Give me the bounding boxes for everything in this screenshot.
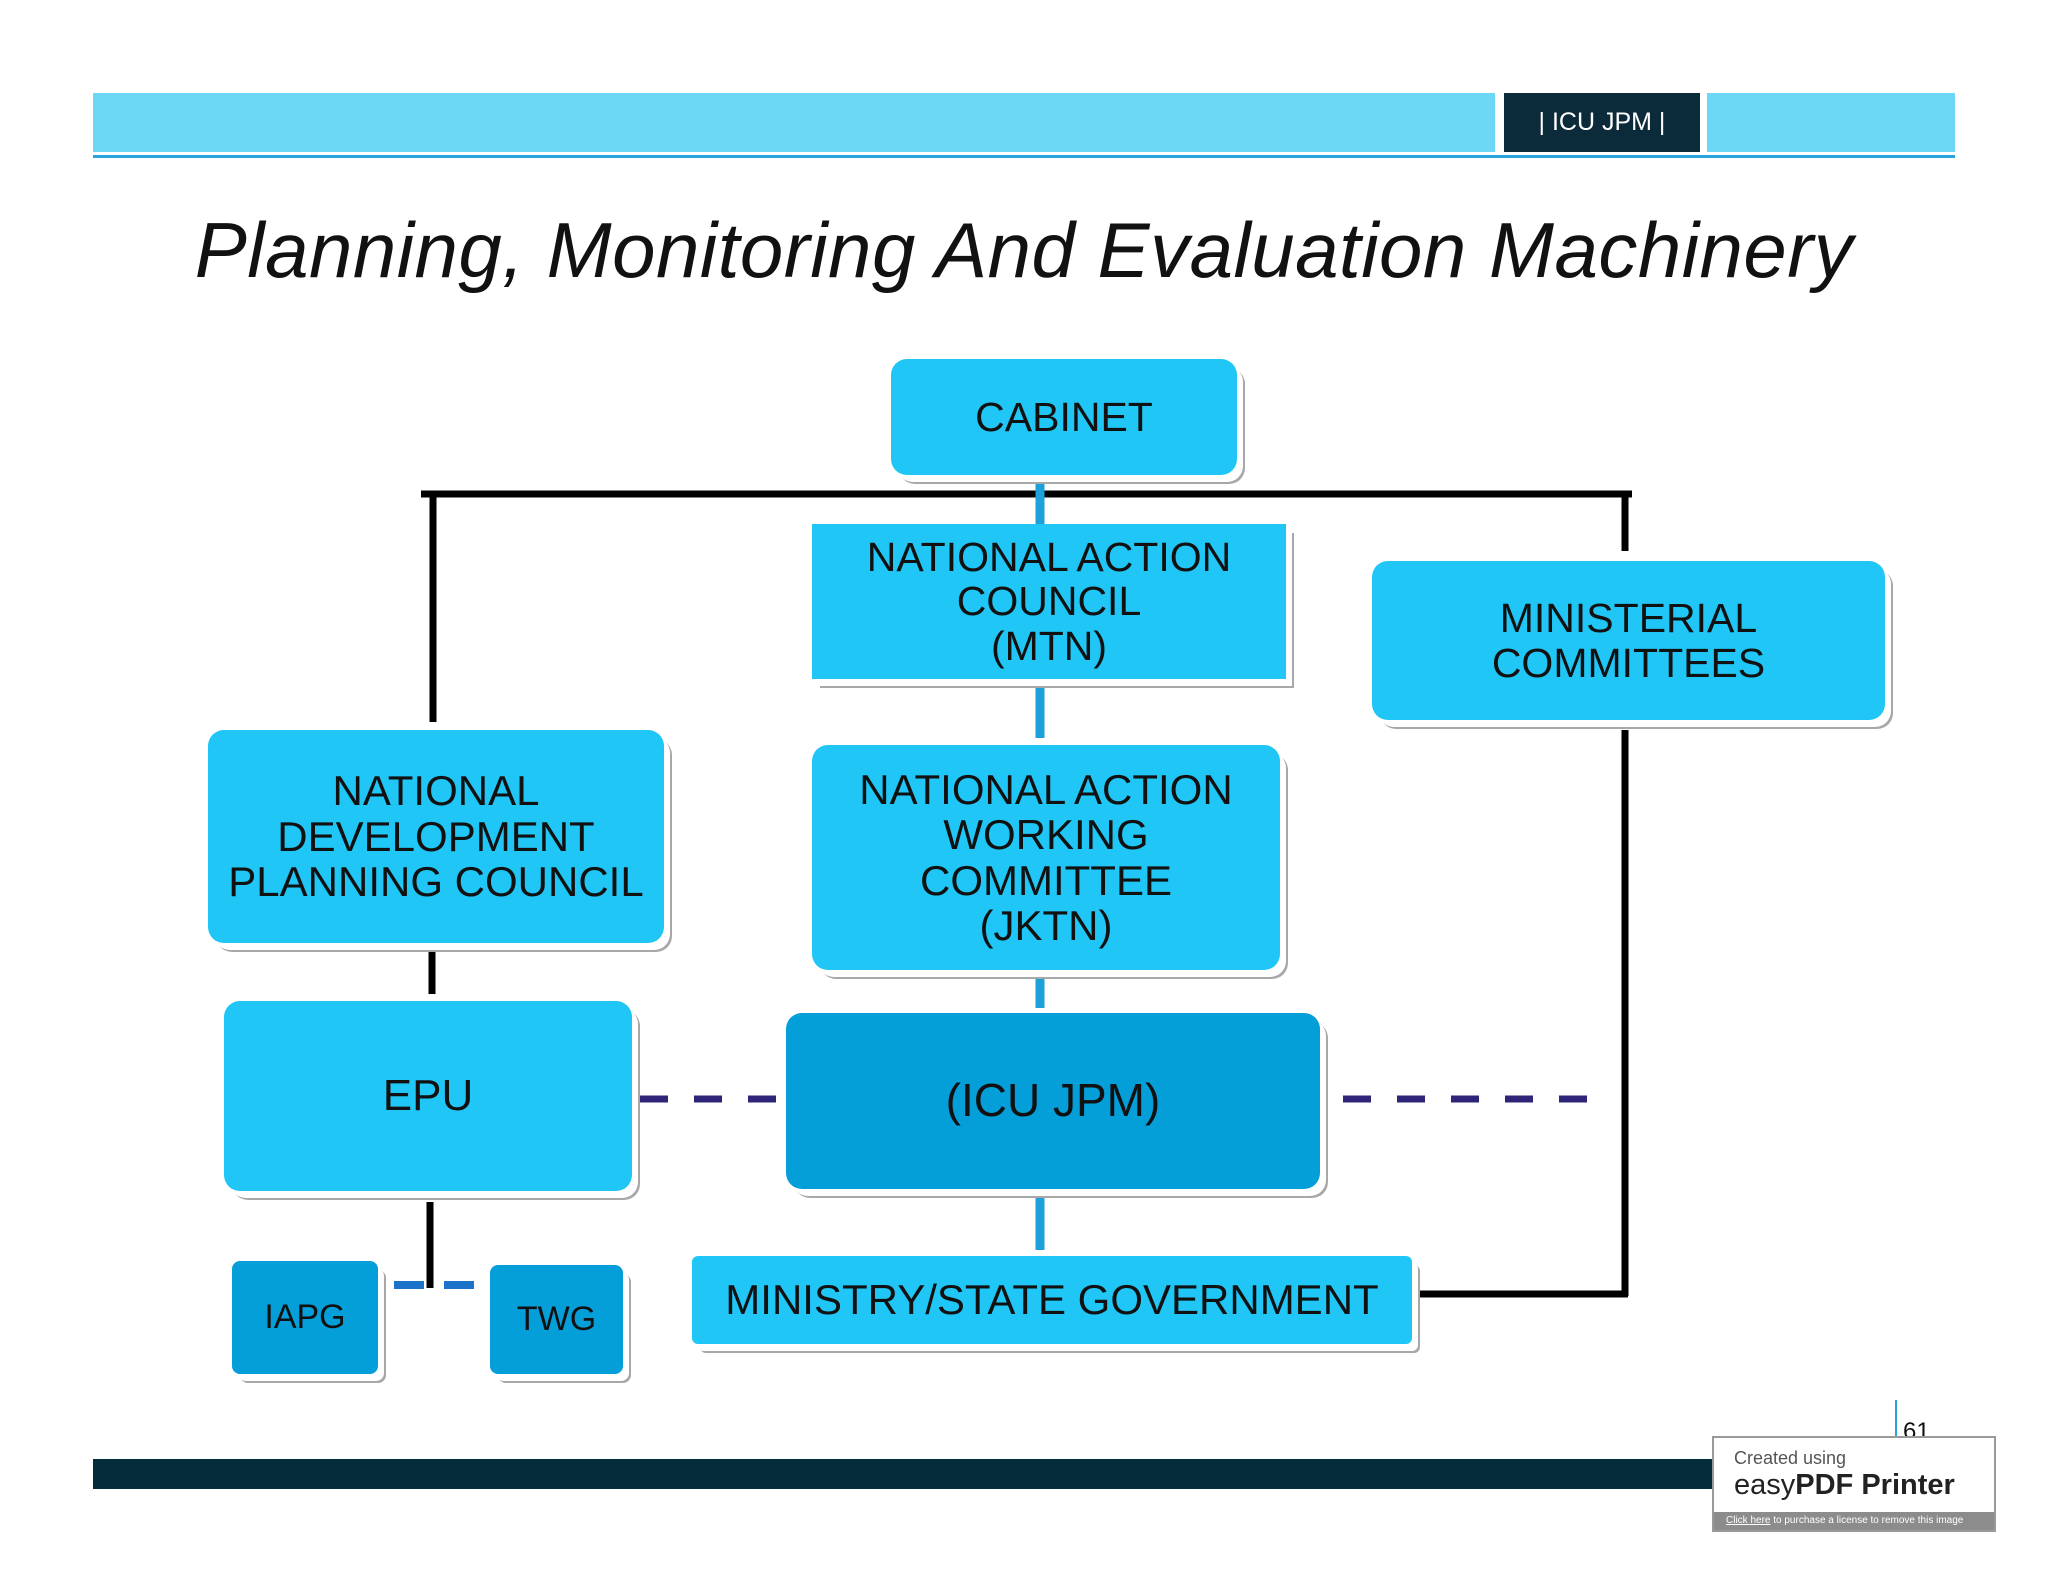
node-ministry-state-government: MINISTRY/STATE GOVERNMENT	[692, 1256, 1412, 1344]
slide-title: Planning, Monitoring And Evaluation Mach…	[194, 206, 1854, 294]
node-iapg-label: IAPG	[264, 1298, 346, 1337]
node-iapg: IAPG	[232, 1261, 378, 1374]
node-cabinet: CABINET	[891, 359, 1237, 475]
watermark-purchase-strip[interactable]: Click here to purchase a license to remo…	[1714, 1512, 1994, 1530]
node-ministry-label: MINISTRY/STATE GOVERNMENT	[725, 1276, 1379, 1324]
node-jktn: NATIONAL ACTION WORKING COMMITTEE (JKTN)	[812, 745, 1280, 970]
node-ndpc: NATIONAL DEVELOPMENT PLANNING COUNCIL	[208, 730, 664, 943]
watermark-purchase-text: to purchase a license to remove this ima…	[1770, 1515, 1964, 1526]
node-twg-label: TWG	[516, 1300, 597, 1339]
watermark-brand-light: easy	[1734, 1469, 1796, 1501]
node-twg: TWG	[490, 1265, 623, 1374]
easypdf-watermark[interactable]: Created using easyPDF Printer Click here…	[1712, 1436, 1996, 1532]
header-bar-left	[93, 93, 1495, 152]
watermark-brand-bold: PDF Printer	[1795, 1469, 1955, 1501]
node-mtn: NATIONAL ACTION COUNCIL (MTN)	[812, 524, 1286, 679]
node-jktn-label: NATIONAL ACTION WORKING COMMITTEE (JKTN)	[859, 765, 1233, 949]
header-tag: | ICU JPM |	[1504, 93, 1700, 152]
page-number-rule	[1895, 1400, 1897, 1448]
node-icu-label: (ICU JPM)	[945, 1074, 1161, 1127]
node-epu: EPU	[224, 1001, 632, 1191]
node-ndpc-label: NATIONAL DEVELOPMENT PLANNING COUNCIL	[228, 767, 644, 906]
footer-bar	[93, 1459, 1713, 1489]
node-ministerial-committees: MINISTERIAL COMMITTEES	[1372, 561, 1885, 720]
watermark-brand: easyPDF Printer	[1734, 1469, 1955, 1502]
watermark-created-text: Created using	[1734, 1448, 1847, 1468]
watermark-click-here-link[interactable]: Click here	[1726, 1515, 1771, 1526]
header-rule	[93, 155, 1955, 158]
node-mtn-label: NATIONAL ACTION COUNCIL (MTN)	[866, 534, 1232, 669]
node-cabinet-label: CABINET	[975, 393, 1153, 440]
node-icu-jpm: (ICU JPM)	[786, 1013, 1320, 1189]
header-bar-right	[1707, 93, 1955, 152]
node-ministerial-label: MINISTERIAL COMMITTEES	[1491, 595, 1766, 686]
node-epu-label: EPU	[382, 1071, 474, 1121]
